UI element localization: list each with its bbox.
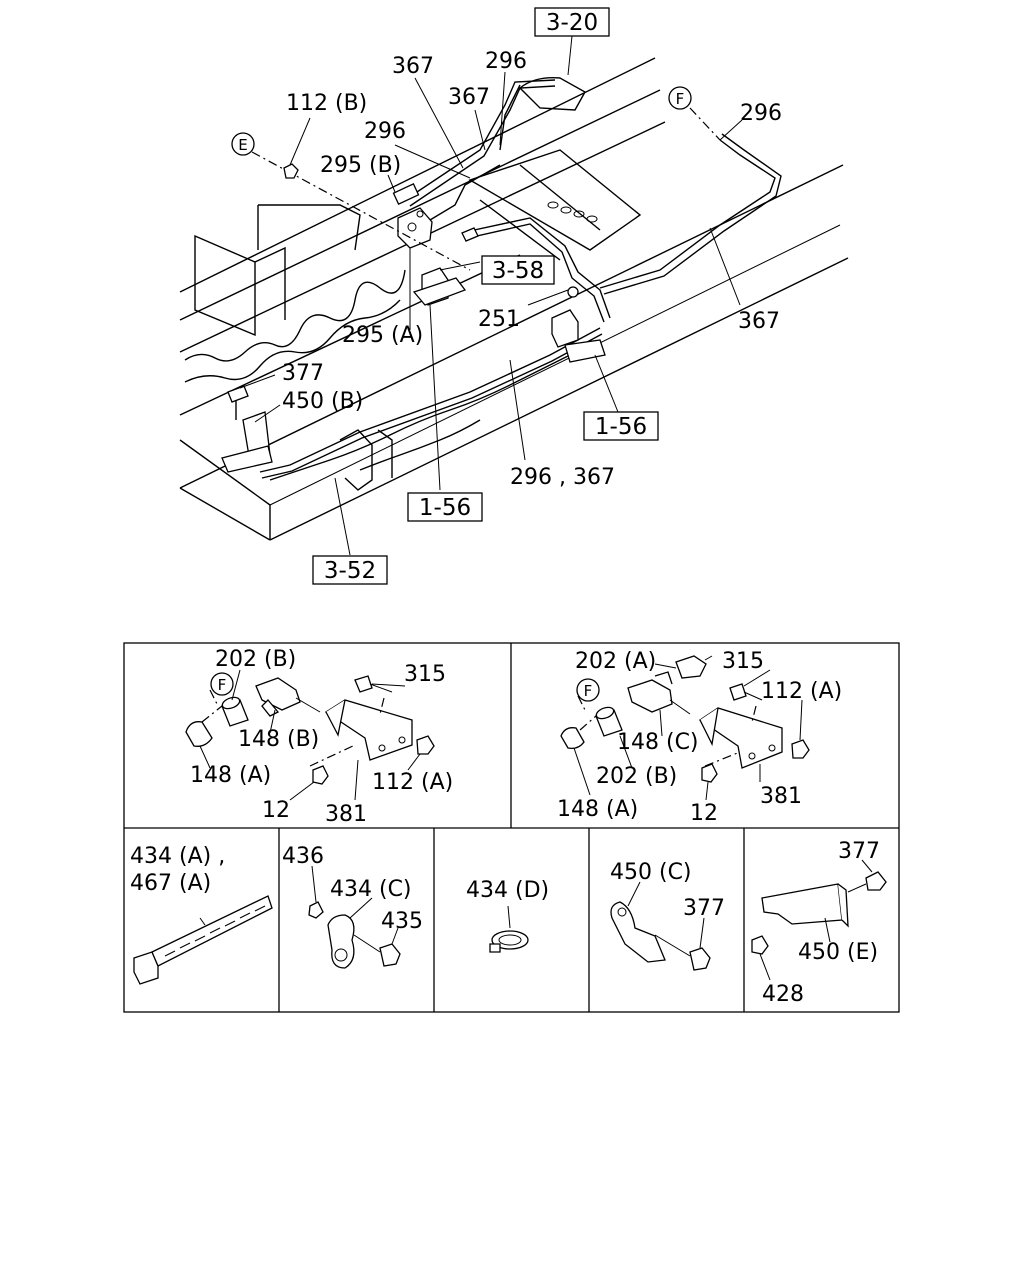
detail-frames bbox=[123, 642, 900, 1013]
detail-box-bracket-450c: 450 (C) 377 bbox=[610, 860, 725, 971]
svg-text:F: F bbox=[218, 676, 227, 694]
label-377-box5: 377 bbox=[838, 839, 880, 864]
label-450e: 450 (E) bbox=[798, 940, 878, 965]
label-435: 435 bbox=[381, 909, 423, 934]
label-381-left: 381 bbox=[325, 802, 367, 827]
callout-296-367: 296 , 367 bbox=[510, 465, 615, 490]
marker-f-left: F bbox=[210, 672, 234, 696]
section-ref-1-56-left: 1-56 bbox=[407, 492, 483, 522]
svg-text:3-20: 3-20 bbox=[546, 10, 598, 36]
label-377-box4: 377 bbox=[683, 896, 725, 921]
label-12-left: 12 bbox=[262, 798, 290, 823]
section-ref-3-58: 3-58 bbox=[481, 255, 555, 285]
svg-text:F: F bbox=[584, 682, 593, 700]
label-315-left: 315 bbox=[404, 662, 446, 687]
label-202a: 202 (A) bbox=[575, 649, 656, 674]
pipe-marker-e: E bbox=[231, 132, 255, 156]
nut-112b bbox=[283, 163, 299, 179]
label-428: 428 bbox=[762, 982, 804, 1007]
label-148a-right: 148 (A) bbox=[557, 797, 638, 822]
detail-box-bracket-450e: 377 450 (E) 428 bbox=[751, 839, 887, 1007]
label-148c: 148 (C) bbox=[617, 730, 699, 755]
callout-367-a: 367 bbox=[392, 54, 434, 79]
fuel-pipes bbox=[259, 79, 782, 479]
label-112a-right: 112 (A) bbox=[761, 679, 842, 704]
section-ref-3-52: 3-52 bbox=[312, 555, 388, 585]
detail-box-cable-tie: 434 (A) , 467 (A) bbox=[130, 844, 273, 985]
callout-112b: 112 (B) bbox=[286, 91, 367, 116]
svg-text:3-58: 3-58 bbox=[492, 258, 544, 284]
svg-text:E: E bbox=[238, 136, 247, 154]
callout-251: 251 bbox=[478, 307, 520, 332]
label-148a-left: 148 (A) bbox=[190, 763, 271, 788]
detail-right: F 202 (A) 315 112 (A) 148 (C) 202 (B) 14… bbox=[557, 649, 842, 826]
label-112a-left: 112 (A) bbox=[372, 770, 453, 795]
marker-f-right: F bbox=[576, 678, 600, 702]
label-434a-467a-line2: 467 (A) bbox=[130, 871, 211, 896]
label-434c: 434 (C) bbox=[330, 877, 412, 902]
chassis-frame bbox=[179, 57, 849, 541]
label-202b-left: 202 (B) bbox=[215, 647, 296, 672]
label-436: 436 bbox=[282, 844, 324, 869]
detail-left: F 202 (B) 315 148 (B) 148 (A) 112 (A) 12… bbox=[185, 647, 453, 827]
label-202b-right: 202 (B) bbox=[596, 764, 677, 789]
label-450c: 450 (C) bbox=[610, 860, 692, 885]
svg-text:1-56: 1-56 bbox=[419, 495, 471, 521]
callout-367-c: 367 bbox=[738, 309, 780, 334]
upper-labels: 3-20 3-58 1-56 1-56 3-52 367 296 112 (B)… bbox=[231, 7, 782, 585]
callout-296-c: 296 bbox=[740, 101, 782, 126]
label-12-right: 12 bbox=[690, 801, 718, 826]
section-ref-3-20: 3-20 bbox=[534, 7, 610, 37]
callout-295b: 295 (B) bbox=[320, 153, 401, 178]
detail-box-band-clamp: 434 (D) bbox=[466, 878, 549, 953]
label-148b: 148 (B) bbox=[238, 727, 319, 752]
section-ref-1-56-right: 1-56 bbox=[583, 411, 659, 441]
svg-text:F: F bbox=[676, 90, 685, 108]
label-434a-467a-line1: 434 (A) , bbox=[130, 844, 225, 869]
label-381-right: 381 bbox=[760, 784, 802, 809]
svg-text:1-56: 1-56 bbox=[595, 414, 647, 440]
callout-296-b: 296 bbox=[364, 119, 406, 144]
callout-295a: 295 (A) bbox=[342, 323, 423, 348]
callout-450b: 450 (B) bbox=[282, 389, 363, 414]
crossmember-holes bbox=[547, 201, 598, 223]
callout-367-b: 367 bbox=[448, 85, 490, 110]
callout-296-a: 296 bbox=[485, 49, 527, 74]
upper-components bbox=[221, 183, 606, 473]
pipe-marker-f: F bbox=[668, 86, 692, 110]
callout-377: 377 bbox=[282, 361, 324, 386]
svg-text:3-52: 3-52 bbox=[324, 558, 376, 584]
detail-box-clip: 436 434 (C) 435 bbox=[282, 844, 423, 969]
label-315-right: 315 bbox=[722, 649, 764, 674]
label-434d: 434 (D) bbox=[466, 878, 549, 903]
